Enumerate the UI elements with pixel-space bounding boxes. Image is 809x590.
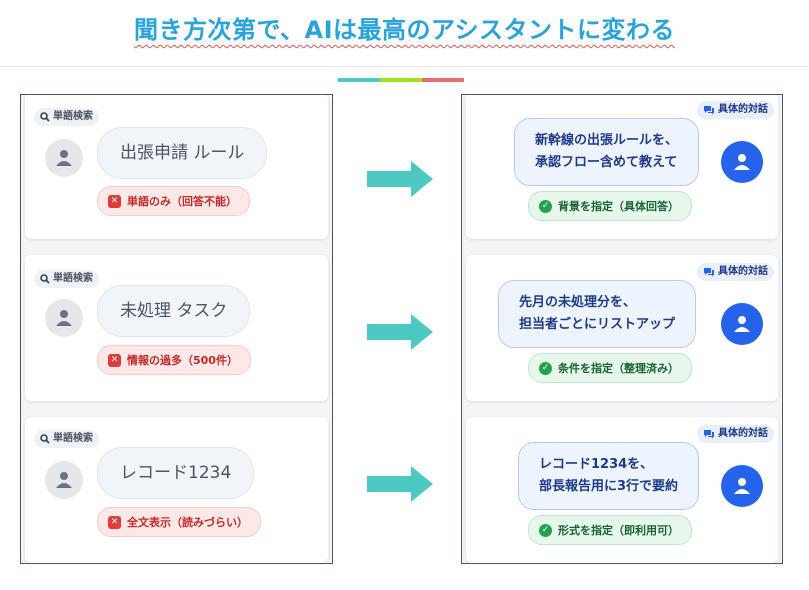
prompt-bubble: レコード1234を、 部長報告用に3行で要約 (518, 442, 700, 510)
issue-label: 情報の過多（500件） (127, 354, 238, 367)
left-panel: 単語検索 出張申請 ルール ✕ 単語のみ（回答不能） 単語検索 未処理 タスク … (20, 94, 333, 564)
prompt-bubble: 新幹線の出張ルールを、 承認フロー含めて教えて (514, 118, 700, 186)
concrete-dialogue-tag: 具体的対話 (697, 101, 774, 119)
keyword-search-tag: 単語検索 (34, 108, 99, 126)
prompt-line: 承認フロー含めて教えて (535, 155, 678, 170)
result-badge: ✓ 形式を指定（即利用可） (528, 515, 692, 545)
search-icon (40, 434, 50, 444)
right-panel: 具体的対話 新幹線の出張ルールを、 承認フロー含めて教えて ✓ 背景を指定（具体… (461, 94, 783, 564)
tag-label: 具体的対話 (718, 266, 768, 277)
person-icon (734, 154, 750, 170)
query-bubble: 未処理 タスク (97, 285, 251, 337)
arrow-right-icon (367, 161, 433, 197)
search-icon (40, 112, 50, 122)
search-icon (40, 274, 50, 284)
prompt-line: 新幹線の出張ルールを、 (535, 133, 679, 148)
user-avatar (721, 303, 763, 345)
tag-label: 具体的対話 (718, 428, 768, 439)
keyword-search-tag: 単語検索 (34, 270, 99, 288)
arrow-right-icon (367, 466, 433, 502)
x-icon: ✕ (108, 194, 121, 208)
right-card: 具体的対話 先月の未処理分を、 担当者ごとにリストアップ ✓ 条件を指定（整理済… (466, 255, 778, 401)
tag-label: 単語検索 (53, 433, 93, 444)
left-card: 単語検索 未処理 タスク ✕ 情報の過多（500件） (25, 255, 328, 401)
issue-badge: ✕ 単語のみ（回答不能） (97, 186, 250, 216)
result-badge: ✓ 条件を指定（整理済み） (528, 353, 692, 383)
right-card: 具体的対話 新幹線の出張ルールを、 承認フロー含めて教えて ✓ 背景を指定（具体… (466, 95, 778, 239)
left-card: 単語検索 出張申請 ルール ✕ 単語のみ（回答不能） (25, 95, 328, 239)
issue-label: 単語のみ（回答不能） (127, 195, 237, 208)
person-icon (734, 316, 750, 332)
tag-label: 具体的対話 (718, 104, 768, 115)
accent-bar-green (380, 78, 422, 82)
prompt-line: 先月の未処理分を、 (519, 295, 637, 310)
result-label: 条件を指定（整理済み） (558, 362, 679, 375)
user-avatar (45, 461, 83, 499)
page-title: 聞き方次第で、AIは最高のアシスタントに変わる (133, 16, 676, 44)
right-card: 具体的対話 レコード1234を、 部長報告用に3行で要約 ✓ 形式を指定（即利用… (466, 417, 778, 563)
keyword-search-tag: 単語検索 (34, 430, 99, 448)
prompt-line: レコード1234を、 (539, 457, 654, 472)
query-bubble: レコード1234 (97, 447, 255, 499)
person-icon (56, 310, 72, 326)
chat-icon (704, 430, 714, 439)
prompt-bubble: 先月の未処理分を、 担当者ごとにリストアップ (498, 280, 697, 348)
query-bubble: 出張申請 ルール (97, 127, 268, 179)
issue-label: 全文表示（読みづらい） (127, 516, 248, 529)
chat-icon (704, 268, 714, 277)
person-icon (56, 150, 72, 166)
check-icon: ✓ (539, 523, 552, 537)
tag-label: 単語検索 (53, 111, 93, 122)
x-icon: ✕ (108, 515, 121, 529)
x-icon: ✕ (108, 353, 121, 367)
user-avatar (45, 299, 83, 337)
left-card: 単語検索 レコード1234 ✕ 全文表示（読みづらい） (25, 417, 328, 563)
result-label: 形式を指定（即利用可） (558, 524, 679, 537)
accent-bar-red (422, 78, 464, 82)
concrete-dialogue-tag: 具体的対話 (697, 263, 774, 281)
check-icon: ✓ (539, 199, 552, 213)
user-avatar (45, 139, 83, 177)
result-badge: ✓ 背景を指定（具体回答） (528, 191, 692, 221)
user-avatar (721, 465, 763, 507)
header-divider (0, 66, 809, 67)
tag-label: 単語検索 (53, 273, 93, 284)
check-icon: ✓ (539, 361, 552, 375)
person-icon (734, 478, 750, 494)
chat-icon (704, 106, 714, 115)
prompt-line: 部長報告用に3行で要約 (539, 479, 679, 494)
result-label: 背景を指定（具体回答） (558, 200, 679, 213)
accent-bar-teal (338, 78, 380, 82)
concrete-dialogue-tag: 具体的対話 (697, 425, 774, 443)
prompt-line: 担当者ごとにリストアップ (519, 317, 676, 332)
person-icon (56, 472, 72, 488)
issue-badge: ✕ 情報の過多（500件） (97, 345, 251, 375)
issue-badge: ✕ 全文表示（読みづらい） (97, 507, 261, 537)
user-avatar (721, 141, 763, 183)
arrow-right-icon (367, 314, 433, 350)
